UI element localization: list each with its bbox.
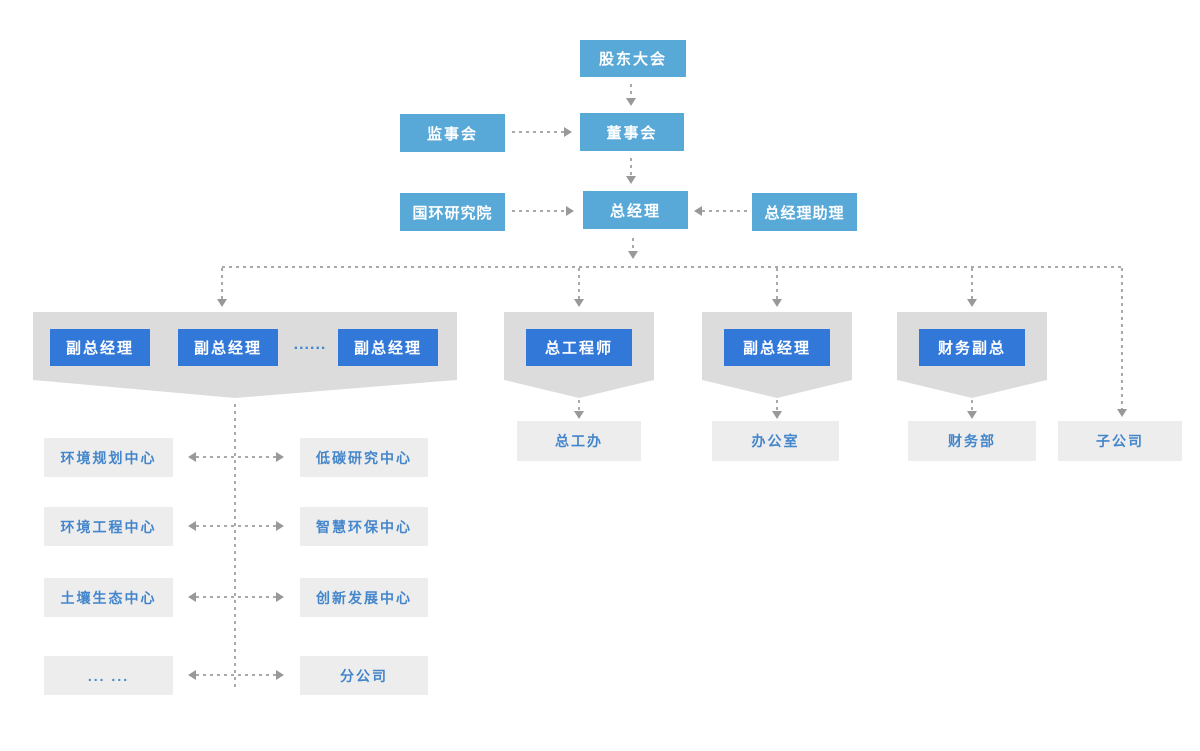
node-board-of-directors: 董事会 <box>580 113 684 151</box>
node-deputy-gm-1: 副总经理 <box>50 329 150 366</box>
connector-centers-row4 <box>196 674 278 676</box>
banner-chief-engineer: 总工程师 <box>504 312 654 398</box>
connector-drop-deputy-gm <box>776 268 778 300</box>
connector-gm-trunk <box>632 238 634 252</box>
node-gm-assistant: 总经理助理 <box>752 193 857 231</box>
node-office: 办公室 <box>712 421 839 461</box>
arrowhead-down-icon <box>1117 409 1127 417</box>
arrowhead-down-icon <box>626 176 636 184</box>
node-deputy-gm-2: 副总经理 <box>178 329 278 366</box>
connector-research-gm <box>512 210 568 212</box>
arrowhead-down-icon <box>772 411 782 419</box>
arrowhead-left-icon <box>188 521 196 531</box>
node-soil-ecology-center: 土壤生态中心 <box>44 578 173 617</box>
node-general-manager: 总经理 <box>583 191 688 229</box>
node-env-engineering-center: 环境工程中心 <box>44 507 173 546</box>
node-subsidiary: 子公司 <box>1058 421 1182 461</box>
node-smart-environment-center: 智慧环保中心 <box>300 507 428 546</box>
node-more-centers: ... ... <box>44 656 173 695</box>
arrowhead-right-icon <box>276 592 284 602</box>
connector-assistant-gm <box>702 210 748 212</box>
arrowhead-left-icon <box>188 670 196 680</box>
node-deputy-gm-3: 副总经理 <box>338 329 438 366</box>
arrowhead-down-icon <box>574 299 584 307</box>
arrowhead-right-icon <box>276 521 284 531</box>
connector-distribution-line <box>222 266 1122 268</box>
connector-drop-deputy-group <box>221 268 223 300</box>
node-chief-engineer: 总工程师 <box>526 329 632 366</box>
connector-shareholders-board <box>630 84 632 99</box>
arrowhead-down-icon <box>967 411 977 419</box>
arrowhead-down-icon <box>772 299 782 307</box>
node-innovation-dev-center: 创新发展中心 <box>300 578 428 617</box>
arrowhead-right-icon <box>566 206 574 216</box>
arrowhead-left-icon <box>188 452 196 462</box>
connector-centers-row1 <box>196 456 278 458</box>
ellipsis-dots: ...... <box>293 336 327 353</box>
connector-centers-row2 <box>196 525 278 527</box>
node-chief-engineer-office: 总工办 <box>517 421 641 461</box>
arrowhead-right-icon <box>276 670 284 680</box>
node-finance-dept: 财务部 <box>908 421 1036 461</box>
arrowhead-down-icon <box>628 251 638 259</box>
connector-engineer-office <box>578 400 580 412</box>
arrowhead-left-icon <box>694 206 702 216</box>
node-low-carbon-research-center: 低碳研究中心 <box>300 438 428 477</box>
connector-drop-finance-vp <box>971 268 973 300</box>
arrowhead-down-icon <box>626 98 636 106</box>
connector-financevp-finance <box>971 400 973 412</box>
node-supervisory-board: 监事会 <box>400 114 505 152</box>
banner-deputy-gm: 副总经理 <box>702 312 852 398</box>
arrowhead-right-icon <box>564 127 572 137</box>
connector-drop-chief-engineer <box>578 268 580 300</box>
arrowhead-left-icon <box>188 592 196 602</box>
connector-centers-spine <box>234 404 236 688</box>
connector-deputy-office <box>776 400 778 412</box>
node-finance-vp: 财务副总 <box>919 329 1025 366</box>
arrowhead-down-icon <box>967 299 977 307</box>
banner-finance-vp: 财务副总 <box>897 312 1047 398</box>
arrowhead-down-icon <box>217 299 227 307</box>
node-branch-company: 分公司 <box>300 656 428 695</box>
connector-board-gm <box>630 158 632 178</box>
node-guohuan-research-institute: 国环研究院 <box>400 193 505 231</box>
arrowhead-down-icon <box>574 411 584 419</box>
node-shareholders-meeting: 股东大会 <box>580 40 686 77</box>
connector-centers-row3 <box>196 596 278 598</box>
arrowhead-right-icon <box>276 452 284 462</box>
node-deputy-gm: 副总经理 <box>724 329 830 366</box>
connector-drop-subsidiary <box>1121 268 1123 410</box>
banner-deputy-gm-group: 副总经理 副总经理 ...... 副总经理 <box>33 312 457 398</box>
connector-supervisory-board <box>512 131 566 133</box>
node-env-planning-center: 环境规划中心 <box>44 438 173 477</box>
